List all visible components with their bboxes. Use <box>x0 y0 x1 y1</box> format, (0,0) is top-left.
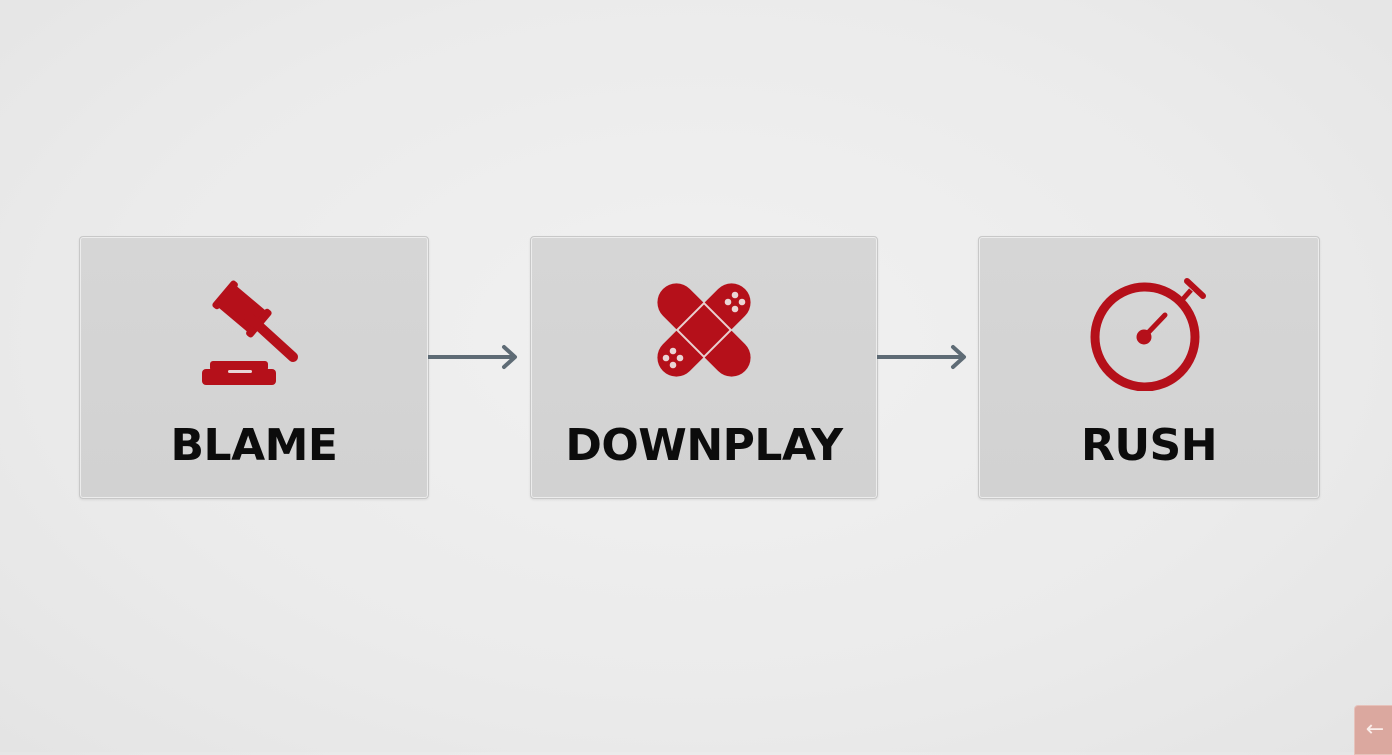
step-card-downplay: DOWNPLAY <box>530 236 878 499</box>
stopwatch-icon <box>1089 271 1213 395</box>
back-button[interactable]: ← <box>1354 705 1392 755</box>
step-card-rush: RUSH <box>978 236 1320 499</box>
arrow-right-icon <box>877 344 969 374</box>
step-card-blame: BLAME <box>79 236 429 499</box>
step-label: DOWNPLAY <box>565 420 843 471</box>
arrow-right-icon <box>428 344 520 374</box>
crossed-bandages-icon <box>644 271 764 395</box>
gavel-icon <box>194 271 314 395</box>
step-label: BLAME <box>170 420 338 471</box>
arrow-left-icon: ← <box>1365 717 1385 742</box>
step-label: RUSH <box>1080 420 1218 471</box>
